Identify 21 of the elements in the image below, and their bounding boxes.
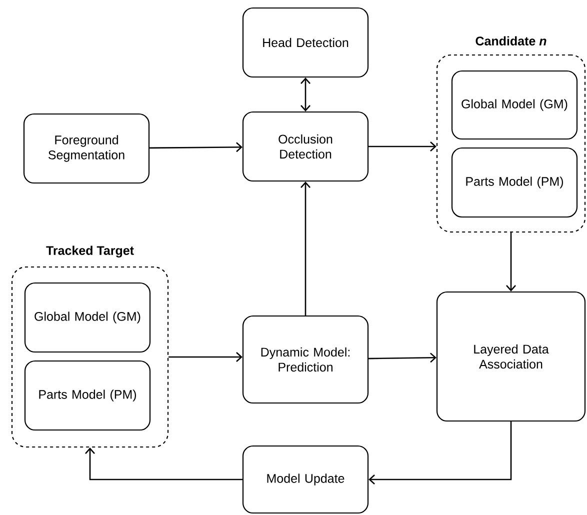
process-box: Occlusion Detection [242, 111, 369, 182]
arrow [368, 352, 436, 363]
process-box: Global Model (GM) [451, 70, 578, 140]
arrow [506, 232, 516, 292]
arrow [168, 352, 242, 362]
node-label: Tracked Target [46, 246, 134, 258]
arrow [85, 448, 242, 480]
process-box: Parts Model (PM) [451, 147, 578, 218]
process-box: Parts Model (PM) [24, 360, 151, 431]
process-box: Layered Data Association [436, 291, 586, 422]
arrow [368, 142, 436, 152]
arrow [300, 78, 310, 112]
process-box: Dynamic Model: Prediction [242, 315, 369, 404]
process-box: Model Update [242, 445, 369, 514]
process-box: Global Model (GM) [24, 282, 151, 353]
arrow [368, 422, 512, 484]
arrow [150, 142, 242, 152]
arrow [300, 182, 310, 316]
process-box: Head Detection [242, 7, 369, 78]
process-box: Foreground Segmentation [23, 113, 150, 184]
node-label: Candidate n [476, 36, 546, 46]
